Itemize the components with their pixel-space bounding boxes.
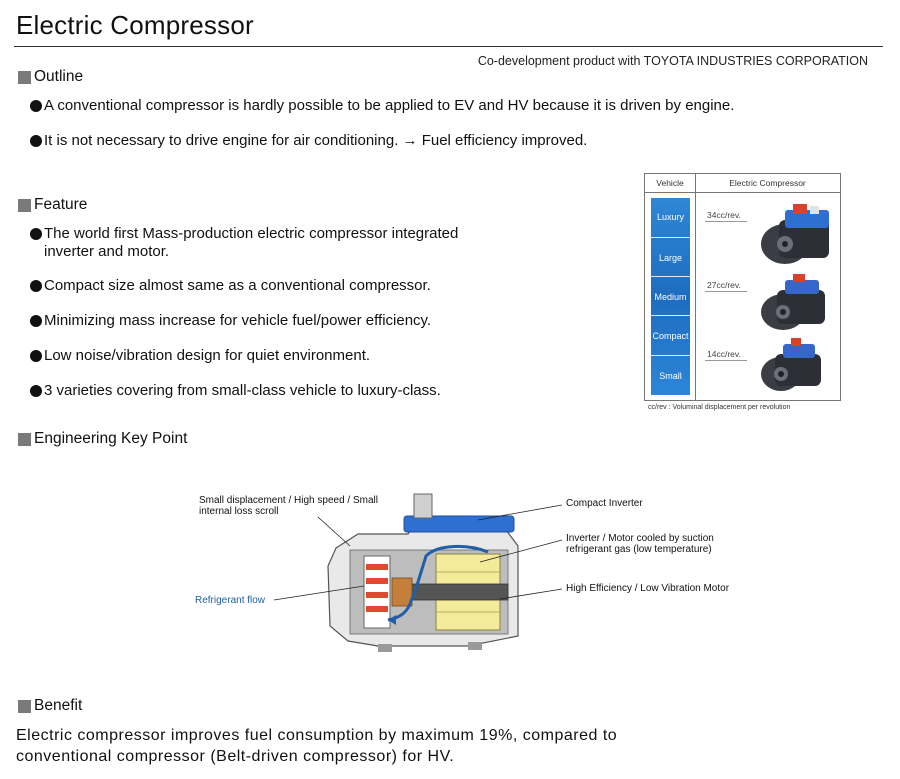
codevelopment-note: Co-development product with TOYOTA INDUS… (477, 54, 868, 68)
page-title: Electric Compressor (16, 10, 254, 40)
displacement-27: 27cc/rev. (705, 280, 747, 292)
vehicle-class-bar (651, 198, 690, 395)
title-divider (14, 46, 883, 47)
benefit-text: Electric compressor improves fuel consum… (16, 727, 618, 765)
outline-heading: Outline (18, 68, 83, 86)
feature-heading: Feature (18, 196, 87, 214)
compressor-product-images (761, 204, 829, 391)
table-divider (695, 174, 696, 400)
compressor-14cc-image (761, 338, 821, 391)
class-compact: Compact (652, 331, 689, 341)
callout-refrigerant-flow: Refrigerant flow (195, 595, 266, 606)
displacement-footnote: cc/rev : Voluminal displacement per revo… (648, 404, 791, 411)
class-medium: Medium (654, 292, 687, 302)
class-luxury: Luxury (656, 212, 684, 222)
callout-cooling: Inverter / Motor cooled by suction refri… (566, 533, 714, 555)
square-bullet-icon (18, 198, 31, 212)
feature-bullet-5: 3 varieties covering from small-class ve… (30, 382, 604, 400)
bullet-dot-icon (30, 135, 42, 147)
engineering-heading: Engineering Key Point (18, 430, 187, 448)
bullet-dot-icon (30, 280, 42, 292)
compressor-27cc-image (761, 274, 825, 330)
bullet-dot-icon (30, 350, 42, 362)
class-separator (651, 315, 690, 316)
benefit-heading: Benefit (18, 697, 82, 715)
table-header-compressor: Electric Compressor (695, 174, 840, 193)
vehicle-compressor-table: Vehicle Electric Compressor Luxury Large… (644, 173, 841, 401)
displacement-14: 14cc/rev. (705, 349, 747, 361)
square-bullet-icon (18, 70, 31, 84)
class-small: Small (659, 371, 682, 381)
class-separator (651, 276, 690, 277)
feature-bullet-4: Low noise/vibration design for quiet env… (30, 347, 604, 365)
bullet-dot-icon (30, 385, 42, 397)
callout-motor: High Efficiency / Low Vibration Motor (566, 583, 730, 594)
feature-bullet-3: Minimizing mass increase for vehicle fue… (30, 312, 604, 330)
callout-compact-inverter: Compact Inverter (566, 498, 643, 509)
class-separator (651, 355, 690, 356)
callout-scroll: Small displacement / High speed / Small … (199, 495, 378, 517)
compressor-cutaway-diagram (327, 493, 519, 652)
class-large: Large (658, 253, 683, 263)
bullet-dot-icon (30, 315, 42, 327)
bullet-dot-icon (30, 100, 42, 112)
outline-bullet-2: It is not necessary to drive engine for … (30, 132, 864, 150)
square-bullet-icon (18, 432, 31, 446)
bullet-dot-icon (30, 228, 42, 240)
class-separator (651, 237, 690, 238)
square-bullet-icon (18, 699, 31, 713)
feature-bullet-1: The world first Mass-production electric… (30, 225, 464, 261)
compressor-34cc-image (761, 204, 829, 264)
outline-bullet-1: A conventional compressor is hardly poss… (30, 97, 864, 115)
displacement-34: 34cc/rev. (705, 210, 747, 222)
feature-bullet-2: Compact size almost same as a convention… (30, 277, 604, 295)
table-header-vehicle: Vehicle (645, 174, 695, 193)
